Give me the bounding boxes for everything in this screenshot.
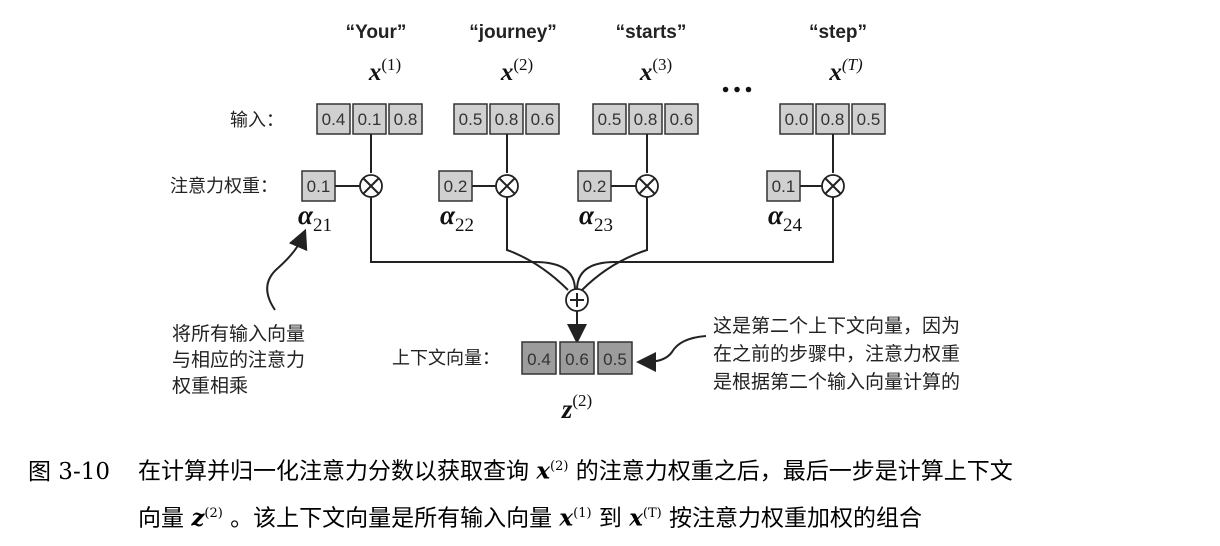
alpha-label: α21 <box>298 200 332 236</box>
token-group-4: “step” x(T) 0.0 0.8 0.5 0.1 α24 <box>766 22 886 236</box>
context-value: 0.5 <box>603 350 627 369</box>
input-cell <box>388 103 423 135</box>
token-group-2: “journey” x(2) 0.5 0.8 0.6 0.2 α22 <box>438 22 560 236</box>
input-value: 0.0 <box>785 110 809 129</box>
input-value: 0.5 <box>857 110 881 129</box>
right-annotation-arrow <box>636 335 707 372</box>
left-annotation-line: 权重相乘 <box>172 375 248 397</box>
ellipsis: … <box>720 63 754 100</box>
input-cell <box>489 103 524 135</box>
input-vector-label: x(2) <box>500 55 533 86</box>
input-cell <box>592 103 627 135</box>
input-value: 0.6 <box>670 110 694 129</box>
token-group-1: “Your” x(1) 0.4 0.1 0.8 0.1 α21 <box>298 22 423 236</box>
attention-weight-value: 0.1 <box>307 177 331 196</box>
right-annotation-line: 这是第二个上下文向量，因为 <box>713 315 960 337</box>
attention-weight-cell <box>438 170 473 202</box>
context-cell <box>521 341 557 375</box>
input-cell <box>851 103 886 135</box>
token-group-3: “starts” x(3) 0.5 0.8 0.6 0.2 α23 <box>577 22 699 236</box>
attention-weight-cell <box>577 170 612 202</box>
attention-weights-row-label: 注意力权重： <box>170 176 278 196</box>
left-annotation-arrow <box>266 228 308 311</box>
input-value: 0.4 <box>322 110 346 129</box>
input-cell <box>815 103 850 135</box>
attention-weight-cell <box>766 170 801 202</box>
alpha-label: α23 <box>579 200 613 236</box>
input-cell <box>525 103 560 135</box>
input-value: 0.8 <box>634 110 658 129</box>
input-cell <box>352 103 387 135</box>
input-cell <box>664 103 699 135</box>
token-word: “starts” <box>616 22 687 43</box>
sum-path-2 <box>506 197 569 291</box>
left-annotation-line: 将所有输入向量 <box>172 323 305 345</box>
sum-path-4 <box>576 197 834 291</box>
input-cell <box>453 103 488 135</box>
context-value: 0.6 <box>565 350 589 369</box>
figure-number: 图 3-10 <box>28 458 110 485</box>
input-value: 0.8 <box>821 110 845 129</box>
sum-path-1 <box>370 197 576 291</box>
sum-path-3 <box>581 197 648 291</box>
caption-line-2: 向量 z(2) 。该上下文向量是所有输入向量 x(1) 到 x(T) 按注意力权… <box>138 504 923 532</box>
attention-weight-value: 0.2 <box>583 177 607 196</box>
input-value: 0.8 <box>394 110 418 129</box>
context-cell <box>597 341 633 375</box>
context-vector-row-label: 上下文向量： <box>392 348 500 368</box>
context-cell <box>559 341 595 375</box>
input-value: 0.6 <box>531 110 555 129</box>
alpha-label: α24 <box>768 200 802 236</box>
right-annotation-line: 是根据第二个输入向量计算的 <box>713 371 960 393</box>
input-cell <box>316 103 351 135</box>
token-word: “step” <box>809 22 867 43</box>
right-annotation-line: 在之前的步骤中，注意力权重 <box>713 343 960 365</box>
input-cell <box>628 103 663 135</box>
input-vector-label: x(1) <box>368 55 401 86</box>
attention-weight-value: 0.1 <box>772 177 796 196</box>
attention-weight-value: 0.2 <box>444 177 468 196</box>
left-annotation-line: 与相应的注意力 <box>172 349 305 371</box>
input-vector-label: x(T) <box>828 55 863 86</box>
context-vector-label: z(2) <box>561 391 592 424</box>
input-row-label: 输入： <box>230 110 284 130</box>
input-value: 0.5 <box>598 110 622 129</box>
alpha-label: α22 <box>440 200 474 236</box>
input-value: 0.5 <box>459 110 483 129</box>
token-word: “journey” <box>469 22 557 43</box>
input-value: 0.8 <box>495 110 519 129</box>
input-value: 0.1 <box>358 110 382 129</box>
input-cell <box>779 103 814 135</box>
input-vector-label: x(3) <box>639 55 672 86</box>
token-word: “Your” <box>346 22 407 43</box>
context-value: 0.4 <box>527 350 551 369</box>
